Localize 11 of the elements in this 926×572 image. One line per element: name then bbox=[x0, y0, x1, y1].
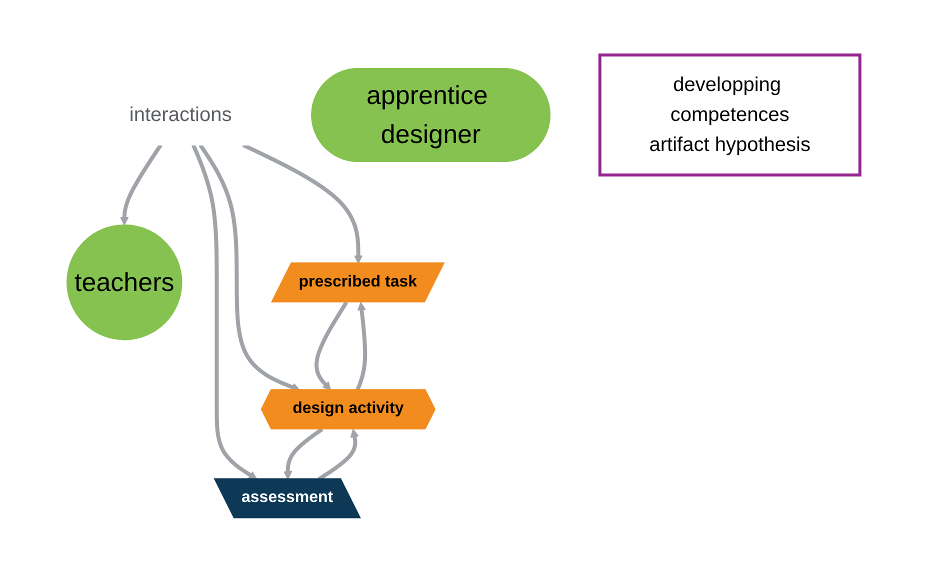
arrow bbox=[242, 142, 362, 264]
arrow bbox=[355, 302, 367, 391]
arrow bbox=[317, 428, 359, 481]
node-circle: teachers bbox=[66, 224, 182, 340]
node-box: developping competences artifact hypothesis bbox=[598, 53, 861, 176]
arrow bbox=[314, 300, 348, 390]
arrow bbox=[198, 144, 300, 391]
arrow bbox=[191, 144, 257, 480]
node-text: interactions bbox=[128, 104, 232, 126]
arrow bbox=[282, 427, 323, 480]
arrow bbox=[120, 144, 162, 226]
